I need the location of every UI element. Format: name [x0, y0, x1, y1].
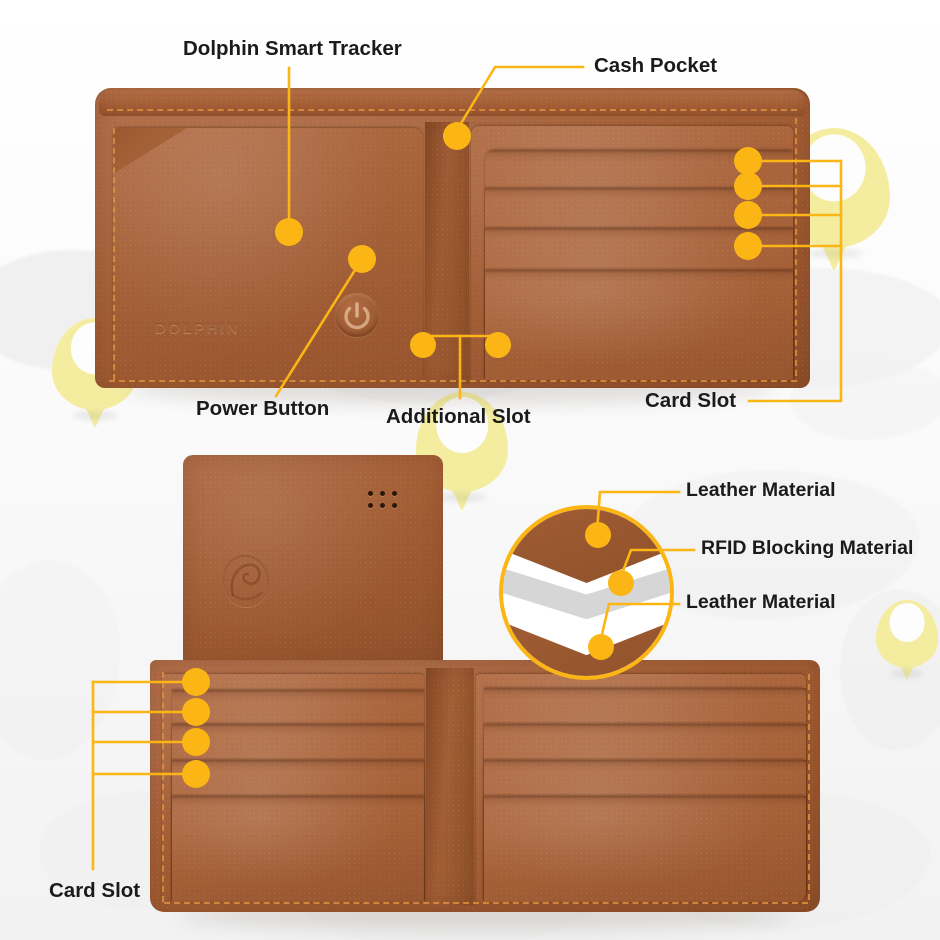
- left-interior-panel: [113, 128, 423, 380]
- power-button-emboss[interactable]: [335, 293, 379, 337]
- rfid-layer-leather-top: [503, 509, 670, 583]
- label-cash-pocket: Cash Pocket: [594, 54, 718, 77]
- label-dolphin-smart-tracker: Dolphin Smart Tracker: [183, 37, 402, 60]
- label-rfid-leather-bottom: Leather Material: [686, 591, 836, 613]
- dolphin-emblem-icon: [223, 555, 269, 607]
- label-card-slot-bottom: Card Slot: [49, 879, 141, 902]
- wallet-top-edge-roll: [99, 90, 806, 116]
- wallet-open-interior-bottom: [150, 660, 820, 930]
- power-symbol-icon: [344, 302, 370, 330]
- label-additional-slot: Additional Slot: [386, 405, 531, 428]
- card-slot-4: [485, 270, 793, 380]
- map-pin-marker-bottom-right: [876, 600, 938, 681]
- center-fold-gusset-top: [425, 122, 469, 384]
- back-flap-body: [183, 455, 443, 667]
- bottom-right-card-slot-4: [484, 796, 806, 902]
- rfid-cutaway-magnifier: [499, 505, 674, 680]
- label-rfid-leather-top: Leather Material: [686, 479, 836, 501]
- label-rfid-blocking-material: RFID Blocking Material: [701, 537, 914, 559]
- speaker-holes-icon: [368, 491, 397, 508]
- center-fold-gusset-bottom: [426, 668, 474, 906]
- wallet-open-interior: DOLPHIN: [95, 88, 810, 404]
- bottom-card-slot-4: [172, 796, 424, 902]
- wallet-back-flap: [183, 455, 443, 670]
- brand-emboss-logo: DOLPHIN: [155, 320, 240, 337]
- label-card-slot-top: Card Slot: [645, 389, 737, 412]
- label-power-button: Power Button: [196, 397, 330, 420]
